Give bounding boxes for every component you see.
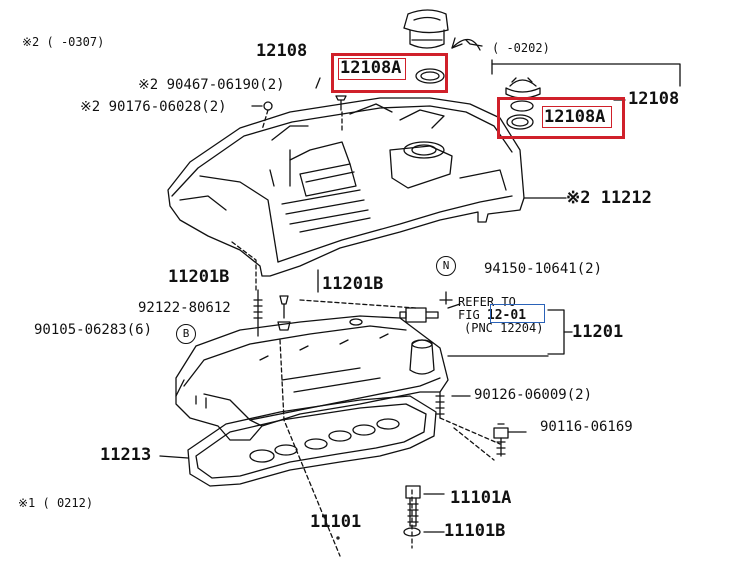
part-92122-80612[interactable]: 92122-80612 [138,300,231,316]
part-90467-06190[interactable]: ※2 90467-06190(2) [138,77,285,93]
cylinder-head-cover [175,315,449,441]
badge-b: B [176,324,196,344]
part-11213[interactable]: 11213 [100,445,152,465]
highlight-label-12108A-top [338,58,406,80]
note-2-right: ( -0202) [492,41,550,55]
badge-n-text: N [442,259,450,272]
note-2-top: ※2 ( -0307) [22,35,105,49]
part-90176-06028[interactable]: ※2 90176-06028(2) [80,99,227,115]
badge-b-text: B [182,327,190,340]
fig-link[interactable]: 12-01 [486,308,527,323]
highlight-box-12108A-right [497,97,625,139]
part-90105-06283[interactable]: 90105-06283(6) [34,322,153,338]
part-11201B-left[interactable]: 11201B [168,267,230,287]
oil-filler-cap-top [403,9,449,49]
part-11101[interactable]: 11101 [310,512,362,532]
part-11101B[interactable]: 11101B [444,521,506,541]
fig-prefix: FIG [458,308,487,322]
part-11212[interactable]: ※2 11212 [566,188,652,208]
fig-line: FIG 12-01 [458,309,526,322]
note-1-bottom: ※1 ( 0212) [18,496,94,510]
badge-n: N [436,256,456,276]
gasket-ring-top [415,68,445,84]
oil-filler-cap-right [505,77,541,99]
gasket [187,395,437,487]
part-12108A-right[interactable]: 12108A [544,107,606,127]
part-90116-06169[interactable]: 90116-06169 [540,419,633,435]
part-12108A-top[interactable]: 12108A [340,58,402,78]
part-11201B-right[interactable]: 11201B [322,274,384,294]
part-11201[interactable]: 11201 [572,322,624,342]
part-90126-06009[interactable]: 90126-06009(2) [474,387,593,403]
highlight-fig-reference [490,304,545,323]
refer-to-line: REFER TO [458,295,516,309]
pnc-line: (PNC 12204) [464,321,544,335]
engine-cover [167,97,525,277]
gasket-ring-right [506,114,534,130]
highlight-box-12108A-top [331,53,448,93]
highlight-label-12108A-right [542,106,612,128]
part-12108-top[interactable]: 12108 [256,41,308,61]
part-94150-10641[interactable]: 94150-10641(2) [484,261,603,277]
curved-arrow [451,38,481,51]
part-12108-right[interactable]: 12108 [628,89,680,109]
part-11101A[interactable]: 11101A [450,488,512,508]
